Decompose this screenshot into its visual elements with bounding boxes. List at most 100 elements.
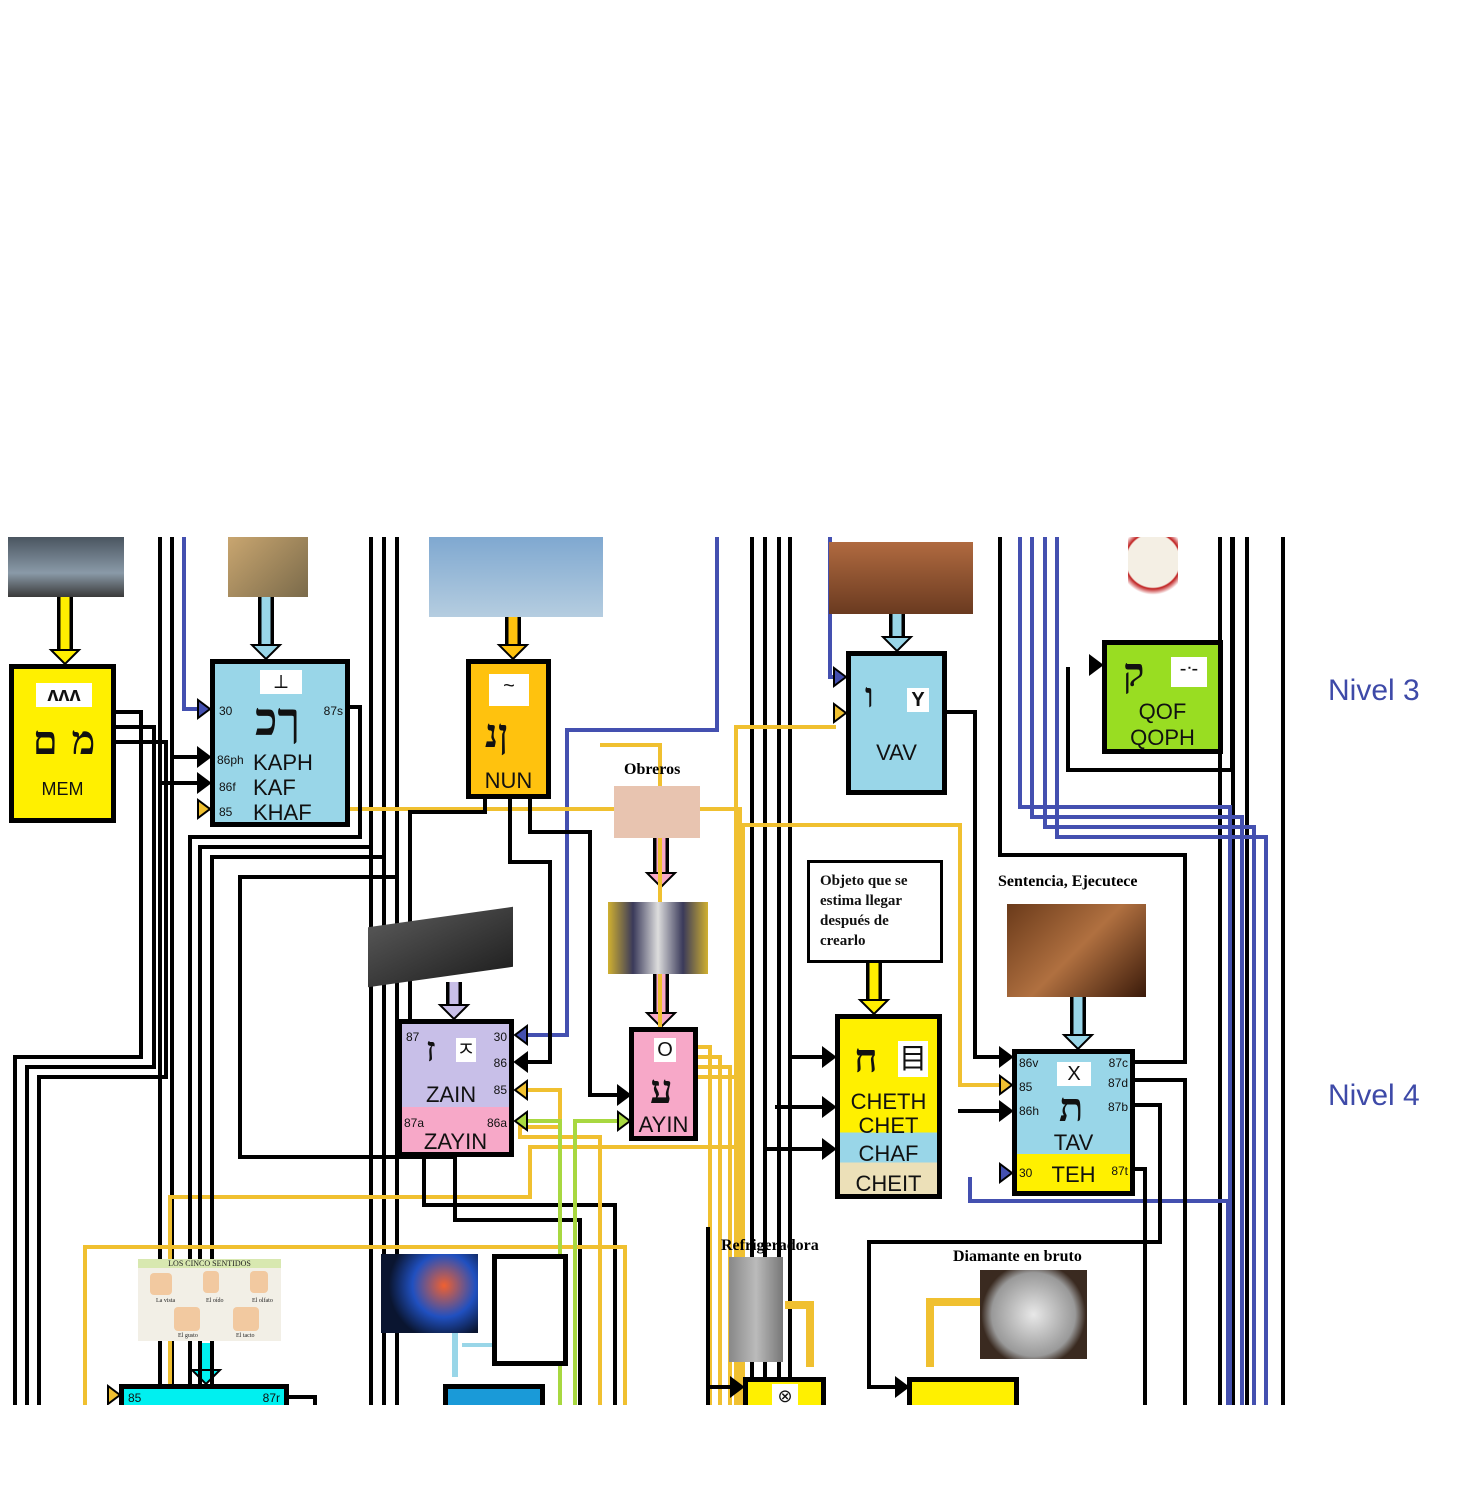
zain-pictograph-icon: ㅈ [456,1038,476,1062]
senses-box: 85 87r [119,1384,289,1405]
arrow-icon [833,702,848,724]
cheth-pictograph-icon: 目 [898,1041,928,1077]
arrow-icon [822,1138,837,1160]
sense-label-taste: El gusto [178,1333,198,1339]
mem-name: MEM [41,779,84,799]
down-arrow-icon [880,636,914,653]
metro-map-image [492,1254,568,1366]
qof-name: QOF [1138,699,1187,724]
port-86a: 86a [486,1116,507,1130]
yellow-wire [168,807,742,1405]
port-85: 85 [128,1391,142,1405]
brain-image [381,1254,478,1333]
zayin-name: ZAYIN [423,1129,488,1154]
hand-drum-image [1128,537,1178,632]
cheth-name: CHETH [850,1089,927,1114]
eyes-picture [150,1273,172,1295]
vav-box: ו Y VAV [846,651,947,795]
black-wire [25,725,156,1405]
port-85: 85 [1019,1080,1033,1094]
arrow-icon [197,772,212,794]
port-86f: 86f [219,780,236,794]
arrow-icon [513,1110,528,1132]
tav-hebrew: ת [1059,1084,1084,1131]
blue-wire [1043,537,1256,1405]
arrow-icon [197,698,212,720]
sense-label-hearing: El oído [206,1298,224,1304]
hand-picture [233,1307,259,1331]
arrow-icon [999,1162,1014,1184]
mem-box: ʌʌʌ מ ם MEM [9,664,116,823]
money-hands-image [228,537,308,597]
yellow-wire [741,823,1002,1405]
yellow-wire [83,1245,627,1405]
port-87c: 87c [1108,1056,1128,1070]
arrow-icon [197,746,212,768]
vav-hebrew: ו [865,676,874,716]
wire [1066,537,1234,772]
port-87d: 87d [1107,1076,1128,1090]
port-87s: 87s [323,704,343,718]
wire [706,1227,733,1405]
level-3-label: Nivel 3 [1328,674,1420,707]
caption-obreros: Obreros [624,761,681,778]
arrow-icon [1089,654,1104,676]
tav-pictograph-icon: X [1057,1062,1091,1086]
yellow-wire [518,1088,602,1405]
down-arrow-icon [48,649,82,666]
nun-pictograph-icon: ~ [489,674,529,706]
vav-name: VAV [876,740,917,765]
kaph-name: KAPH [253,750,313,775]
yellow-arrow [926,1298,980,1367]
caption-objeto: Objeto que se estima llegar después de c… [820,873,908,949]
down-arrow-icon [189,1369,223,1386]
mouth-picture [174,1307,200,1331]
arrow-icon [513,1051,528,1073]
warehouse-image [8,537,124,597]
arrow-icon [197,798,212,820]
eagle-image [429,537,603,617]
port-86v: 86v [1019,1056,1039,1070]
blue-wire [1018,537,1232,1405]
wire [528,799,620,1097]
arrow-icon [617,1084,632,1106]
ear-picture [203,1271,219,1293]
blue-wire [1030,537,1244,1405]
kaf-name: KAF [253,775,296,800]
black-wire [37,740,168,1405]
qoph-name: QOPH [1130,725,1195,750]
objeto-note-box: Objeto que se estima llegar después de c… [807,860,943,963]
chet-name: CHET [858,1113,919,1138]
down-arrow-icon [1061,1034,1095,1051]
gavel-image [1007,904,1146,997]
blue-wire [525,537,719,1037]
blue-wire [182,537,200,711]
kaph-pictograph-icon: ⟂ [260,670,302,694]
wire [1135,1078,1187,1405]
down-arrow-icon [496,644,530,661]
wire [947,710,1002,1059]
blue-wire [968,1177,1230,1405]
port-85: 85 [219,805,233,819]
qof-pictograph-icon: -ᐧ- [1171,657,1207,687]
courtroom-image [829,542,973,614]
arrow-icon [833,666,848,688]
arrow-icon [513,1024,528,1046]
port-30: 30 [219,704,233,718]
qof-box: ק -ᐧ- QOF QOPH [1102,640,1223,754]
tav-name: TAV [1053,1130,1094,1155]
port-30: 30 [1019,1166,1033,1180]
yellow-wire [698,1065,732,1405]
arrow-icon [617,1110,632,1132]
port-87: 87 [406,1030,420,1044]
arrow-icon [999,1046,1014,1068]
arrow-icon [999,1100,1014,1122]
mem-hebrew: מ ם [32,717,96,764]
ayin-hebrew: ע [650,1066,673,1113]
zain-box: 87 ז ㅈ 30 86 85 ZAIN 87a 86a ZAYIN [397,1019,514,1157]
nun-box: ~ ןנ NUN [466,659,551,799]
zain-name: ZAIN [426,1082,477,1107]
sense-label-smell: El olfato [252,1298,273,1304]
port-87a: 87a [404,1116,425,1130]
